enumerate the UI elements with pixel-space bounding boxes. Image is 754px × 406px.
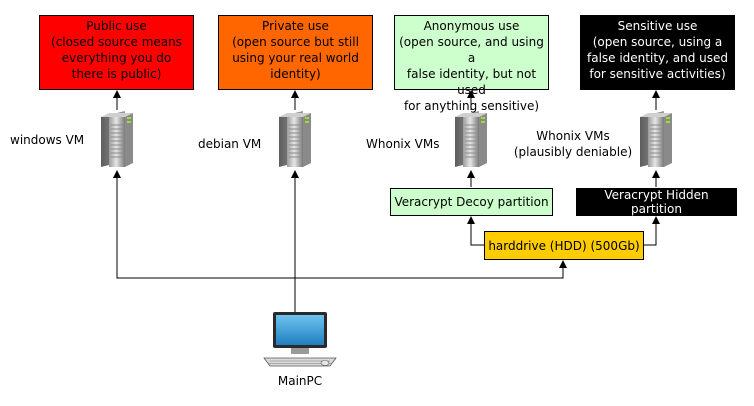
harddrive-box: harddrive (HDD) (500Gb) xyxy=(484,231,644,260)
private-use-title: Private use xyxy=(262,19,329,33)
sensitive-use-box: Sensitive use (open source, using a fals… xyxy=(580,15,735,90)
public-use-description: (closed source means everything you do t… xyxy=(51,35,182,81)
debian-vm-label: debian VM xyxy=(198,137,262,151)
public-use-title: Public use xyxy=(86,19,147,33)
whonix-deniable-vms-label: Whonix VMs (plausibly deniable) xyxy=(513,129,633,159)
public-use-box: Public use (closed source means everythi… xyxy=(39,15,194,90)
mainpc-label: MainPC xyxy=(277,374,323,388)
server-icon xyxy=(278,110,312,168)
server-icon xyxy=(100,110,134,168)
server-icon xyxy=(639,110,673,168)
sensitive-use-description: (open source, using a false identity, an… xyxy=(586,35,729,81)
windows-vm-label: windows VM xyxy=(10,133,85,147)
anonymous-use-box: Anonymous use (open source, and using a … xyxy=(394,15,549,113)
whonix-vms-label: Whonix VMs xyxy=(366,137,440,151)
private-use-description: (open source but still using your real w… xyxy=(232,35,359,81)
private-use-box: Private use (open source but still using… xyxy=(218,15,373,90)
sensitive-use-title: Sensitive use xyxy=(617,19,698,33)
anonymous-use-description: (open source, and using a false identity… xyxy=(399,35,544,113)
server-icon xyxy=(454,110,488,168)
veracrypt-decoy-partition: Veracrypt Decoy partition xyxy=(390,188,553,216)
desktop-computer-icon xyxy=(263,312,337,367)
anonymous-use-title: Anonymous use xyxy=(423,19,520,33)
veracrypt-hidden-partition: Veracrypt Hidden partition xyxy=(576,188,737,216)
